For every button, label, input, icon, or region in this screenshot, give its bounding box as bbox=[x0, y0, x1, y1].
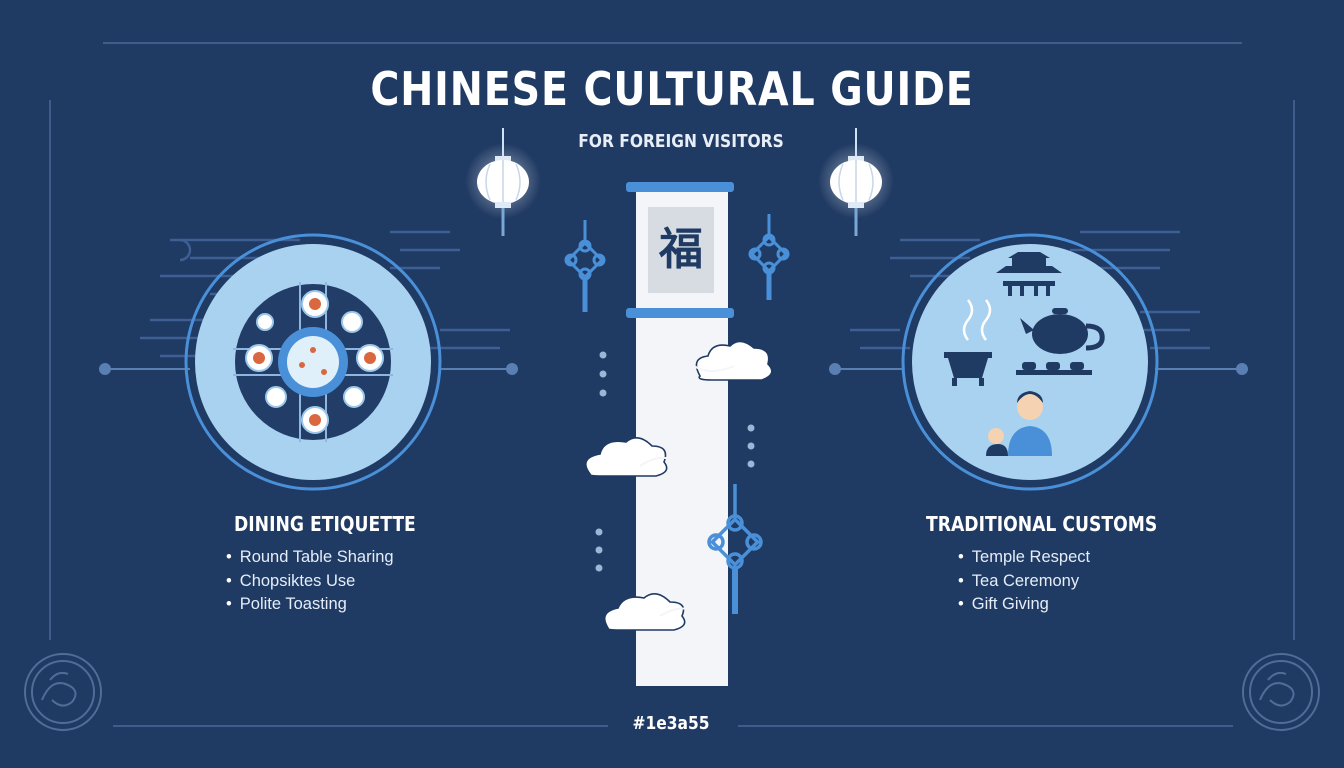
top-border-line bbox=[103, 42, 1242, 44]
connector-left bbox=[99, 363, 518, 375]
dining-list: Round Table Sharing Chopsiktes Use Polit… bbox=[226, 546, 394, 617]
bottom-border-line-right bbox=[738, 725, 1233, 727]
chinese-knot-icon bbox=[748, 214, 790, 300]
list-item: Tea Ceremony bbox=[958, 570, 1090, 594]
chinese-knot-icon bbox=[564, 220, 606, 312]
lantern-icon bbox=[818, 128, 894, 236]
left-border-line bbox=[49, 100, 51, 640]
list-item: Polite Toasting bbox=[226, 593, 394, 617]
dragon-seal-icon bbox=[1242, 653, 1320, 731]
temple-icon bbox=[996, 252, 1062, 296]
footer-color-code: #1e3a55 bbox=[632, 713, 710, 734]
dragon-seal-icon bbox=[24, 653, 102, 731]
list-item: Chopsiktes Use bbox=[226, 570, 394, 594]
page-subtitle: FOR FOREIGN VISITORS bbox=[578, 131, 784, 152]
lantern-icon bbox=[465, 128, 541, 236]
customs-icon-group bbox=[901, 233, 1159, 491]
teapot-icon bbox=[1016, 308, 1105, 375]
decorative-dots bbox=[595, 351, 755, 572]
bottom-border-line-left bbox=[113, 725, 608, 727]
list-item: Round Table Sharing bbox=[226, 546, 394, 570]
dining-section-title: DINING ETIQUETTE bbox=[234, 512, 416, 536]
list-item: Gift Giving bbox=[958, 593, 1090, 617]
right-border-line bbox=[1293, 100, 1295, 640]
fu-character: 福 bbox=[648, 207, 714, 293]
cloud-icon bbox=[603, 593, 717, 631]
list-item: Temple Respect bbox=[958, 546, 1090, 570]
connector-right bbox=[829, 363, 1248, 375]
page-title: CHINESE CULTURAL GUIDE bbox=[370, 62, 974, 116]
chinese-knot-icon bbox=[707, 484, 763, 614]
person-icon bbox=[986, 391, 1052, 456]
dining-table-icon bbox=[184, 233, 442, 491]
customs-list: Temple Respect Tea Ceremony Gift Giving bbox=[958, 546, 1090, 617]
cloud-icon bbox=[663, 340, 773, 381]
incense-icon bbox=[944, 299, 992, 386]
customs-section-title: TRADITIONAL CUSTOMS bbox=[926, 512, 1158, 536]
cloud-icon bbox=[584, 437, 701, 477]
